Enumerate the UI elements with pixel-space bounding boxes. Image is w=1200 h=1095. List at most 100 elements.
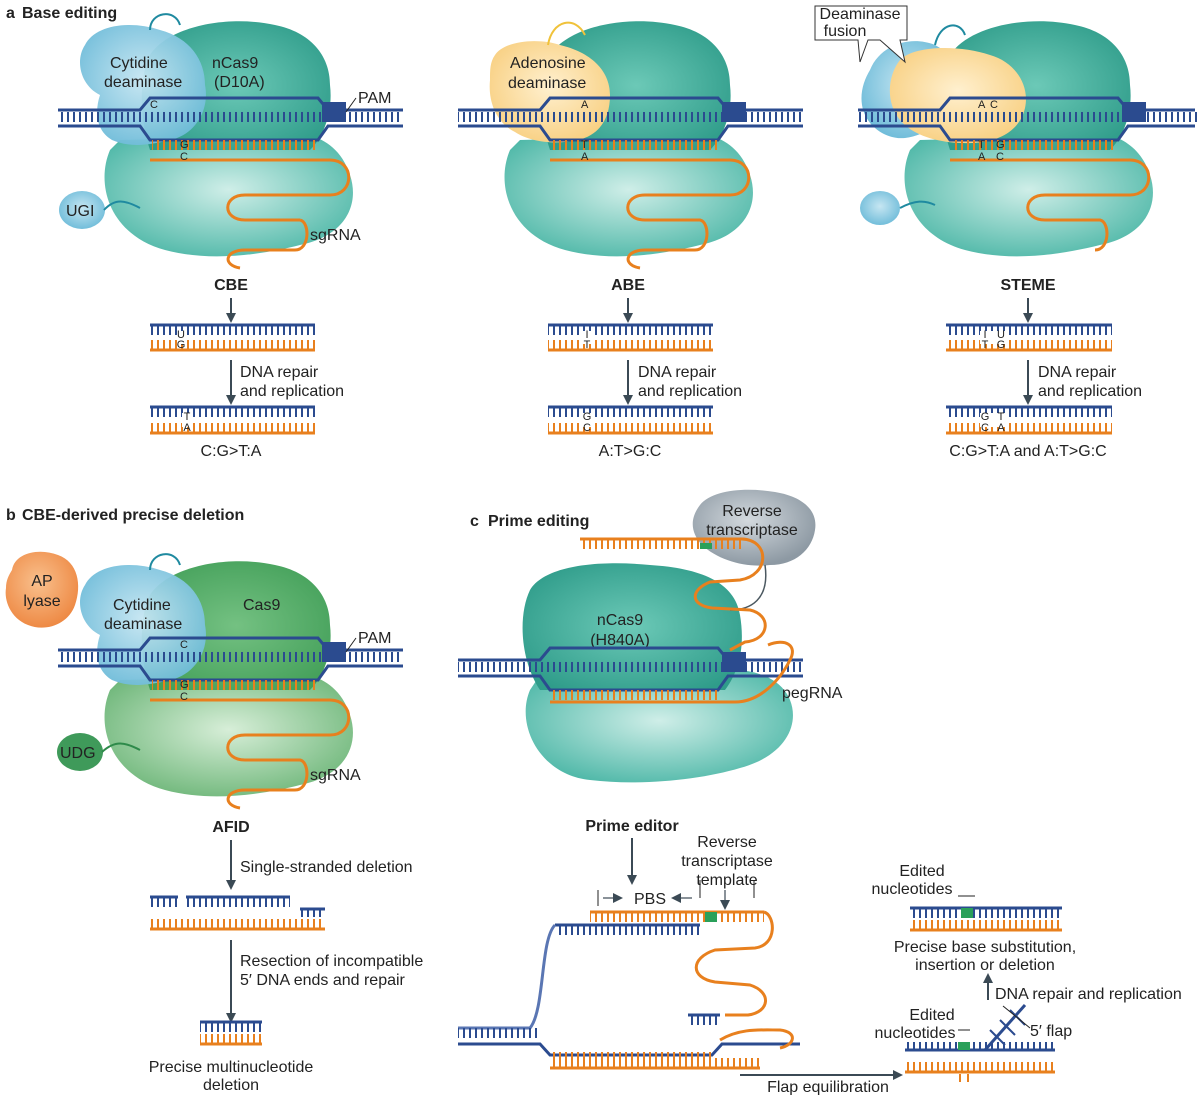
abe-final-dna: G C — [548, 405, 713, 435]
sgrna-label: sgRNA — [310, 227, 361, 244]
steme-final-dna: G T C A — [946, 405, 1112, 435]
svg-text:G: G — [997, 339, 1006, 351]
svg-text:nucleotides: nucleotides — [872, 881, 953, 898]
abe-base-bottom-1: T — [581, 139, 588, 151]
svg-text:I: I — [983, 329, 986, 341]
cbe-outcome: C:G>T:A — [201, 443, 262, 460]
abe-base-top: A — [581, 99, 589, 111]
svg-text:template: template — [696, 872, 757, 889]
svg-text:C: C — [996, 151, 1004, 163]
cbe-final-dna: T A — [150, 405, 315, 435]
afid-final-dna — [200, 1020, 262, 1046]
prime-final-dna — [910, 895, 1062, 932]
svg-text:DNA repair: DNA repair — [638, 364, 717, 381]
svg-text:Precise multinucleotide: Precise multinucleotide — [149, 1059, 314, 1076]
panel-a-title: Base editing — [22, 5, 117, 22]
abe-deaminase-label-1: Adenosine — [510, 55, 586, 72]
svg-text:Single-stranded deletion: Single-stranded deletion — [240, 859, 413, 876]
abe-deaminase-label-2: deaminase — [508, 75, 586, 92]
panel-a-letter: a — [6, 5, 15, 22]
udg-label: UDG — [60, 745, 96, 762]
svg-text:C: C — [180, 639, 188, 651]
svg-text:Precise base substitution,: Precise base substitution, — [894, 939, 1076, 956]
sgrna-path — [150, 158, 351, 222]
cbe-int-top: U — [177, 329, 185, 341]
ap-lyase — [5, 551, 79, 628]
svg-text:Reverse: Reverse — [697, 834, 757, 851]
cas9-b-label: Cas9 — [243, 597, 280, 614]
flap-result-dna — [905, 1004, 1055, 1082]
linker — [149, 13, 181, 31]
svg-text:C: C — [981, 422, 989, 434]
deaminase-label-2: deaminase — [104, 74, 182, 91]
steme-callout-2: fusion — [824, 23, 867, 40]
abe-label: ABE — [611, 277, 645, 294]
svg-text:(H840A): (H840A) — [590, 632, 650, 649]
flap-eq-label: Flap equilibration — [767, 1079, 889, 1095]
sgrna-tail — [226, 218, 309, 270]
prime-editor-label: Prime editor — [585, 818, 678, 835]
pam-label: PAM — [358, 90, 391, 107]
ugi-protein — [59, 191, 105, 229]
panel-c-title: Prime editing — [488, 513, 589, 530]
svg-text:G: G — [180, 679, 189, 691]
prime-editor-complex: nCas9 (H840A) Reverse transcriptase pegR… — [458, 489, 843, 783]
cbe-int-bottom: G — [177, 339, 186, 351]
panel-b-title: CBE-derived precise deletion — [22, 507, 244, 524]
svg-text:T: T — [584, 339, 591, 351]
svg-text:C: C — [990, 99, 998, 111]
steme-outcome: C:G>T:A and A:T>G:C — [949, 443, 1106, 460]
svg-text:sgRNA: sgRNA — [310, 767, 361, 784]
panel-c-letter: c — [470, 513, 479, 530]
prime-repair-label: DNA repair and replication — [995, 986, 1182, 1003]
svg-text:and replication: and replication — [1038, 383, 1142, 400]
svg-text:A: A — [978, 99, 986, 111]
svg-text:G: G — [996, 139, 1005, 151]
cas9-lower-lobe — [104, 135, 353, 257]
svg-text:DNA repair: DNA repair — [1038, 364, 1117, 381]
svg-text:T: T — [978, 139, 985, 151]
svg-text:I: I — [585, 329, 588, 341]
dna-top-ticks — [58, 112, 403, 122]
afid-complex: Cytidine deaminase Cas9 PAM C G C UDG sg… — [57, 553, 403, 810]
cbe-repair-2: and replication — [240, 383, 344, 400]
svg-text:A: A — [997, 422, 1005, 434]
steme-label: STEME — [1000, 277, 1055, 294]
base-top: C — [150, 99, 158, 111]
cas9-label-1: nCas9 — [212, 55, 258, 72]
svg-text:C: C — [583, 422, 591, 434]
svg-text:T: T — [982, 339, 989, 351]
ugi-label: UGI — [66, 203, 94, 220]
svg-text:transcriptase: transcriptase — [681, 853, 773, 870]
cbe-complex: Cytidine deaminase nCas9 (D10A) PAM C G … — [58, 13, 403, 270]
deaminase-label-1: Cytidine — [110, 55, 168, 72]
svg-text:A: A — [978, 151, 986, 163]
svg-text:deletion: deletion — [203, 1077, 259, 1094]
svg-text:lyase: lyase — [23, 593, 60, 610]
steme-callout — [814, 5, 908, 64]
abe-complex: Adenosine deaminase A T A — [458, 21, 803, 270]
abe-base-bottom-2: A — [581, 151, 589, 163]
sgrna-spacer-ticks — [152, 140, 317, 150]
svg-text:C: C — [180, 691, 188, 703]
steme-callout-1: Deaminase — [820, 6, 901, 23]
pbs-label: PBS — [634, 891, 666, 908]
abe-outcome: A:T>G:C — [599, 443, 662, 460]
flap-label: 5′ flap — [1030, 1023, 1072, 1040]
svg-text:PAM: PAM — [358, 630, 391, 647]
cbe-final-bottom: A — [183, 422, 191, 434]
cas9-label-2: (D10A) — [214, 74, 265, 91]
svg-text:T: T — [998, 411, 1005, 423]
cbe-intermediate-dna: U G — [150, 323, 315, 352]
base-bottom-2: C — [180, 151, 188, 163]
svg-text:AP: AP — [31, 573, 52, 590]
pam-leader — [345, 97, 357, 113]
svg-text:Reverse: Reverse — [722, 503, 782, 520]
base-bottom-1: G — [180, 139, 189, 151]
svg-text:nucleotides: nucleotides — [875, 1025, 956, 1042]
svg-text:Cytidine: Cytidine — [113, 597, 171, 614]
steme-complex: Deaminase fusion A C T A G C — [814, 5, 1200, 257]
ugi-linker — [103, 200, 141, 211]
afid-label: AFID — [212, 819, 249, 836]
